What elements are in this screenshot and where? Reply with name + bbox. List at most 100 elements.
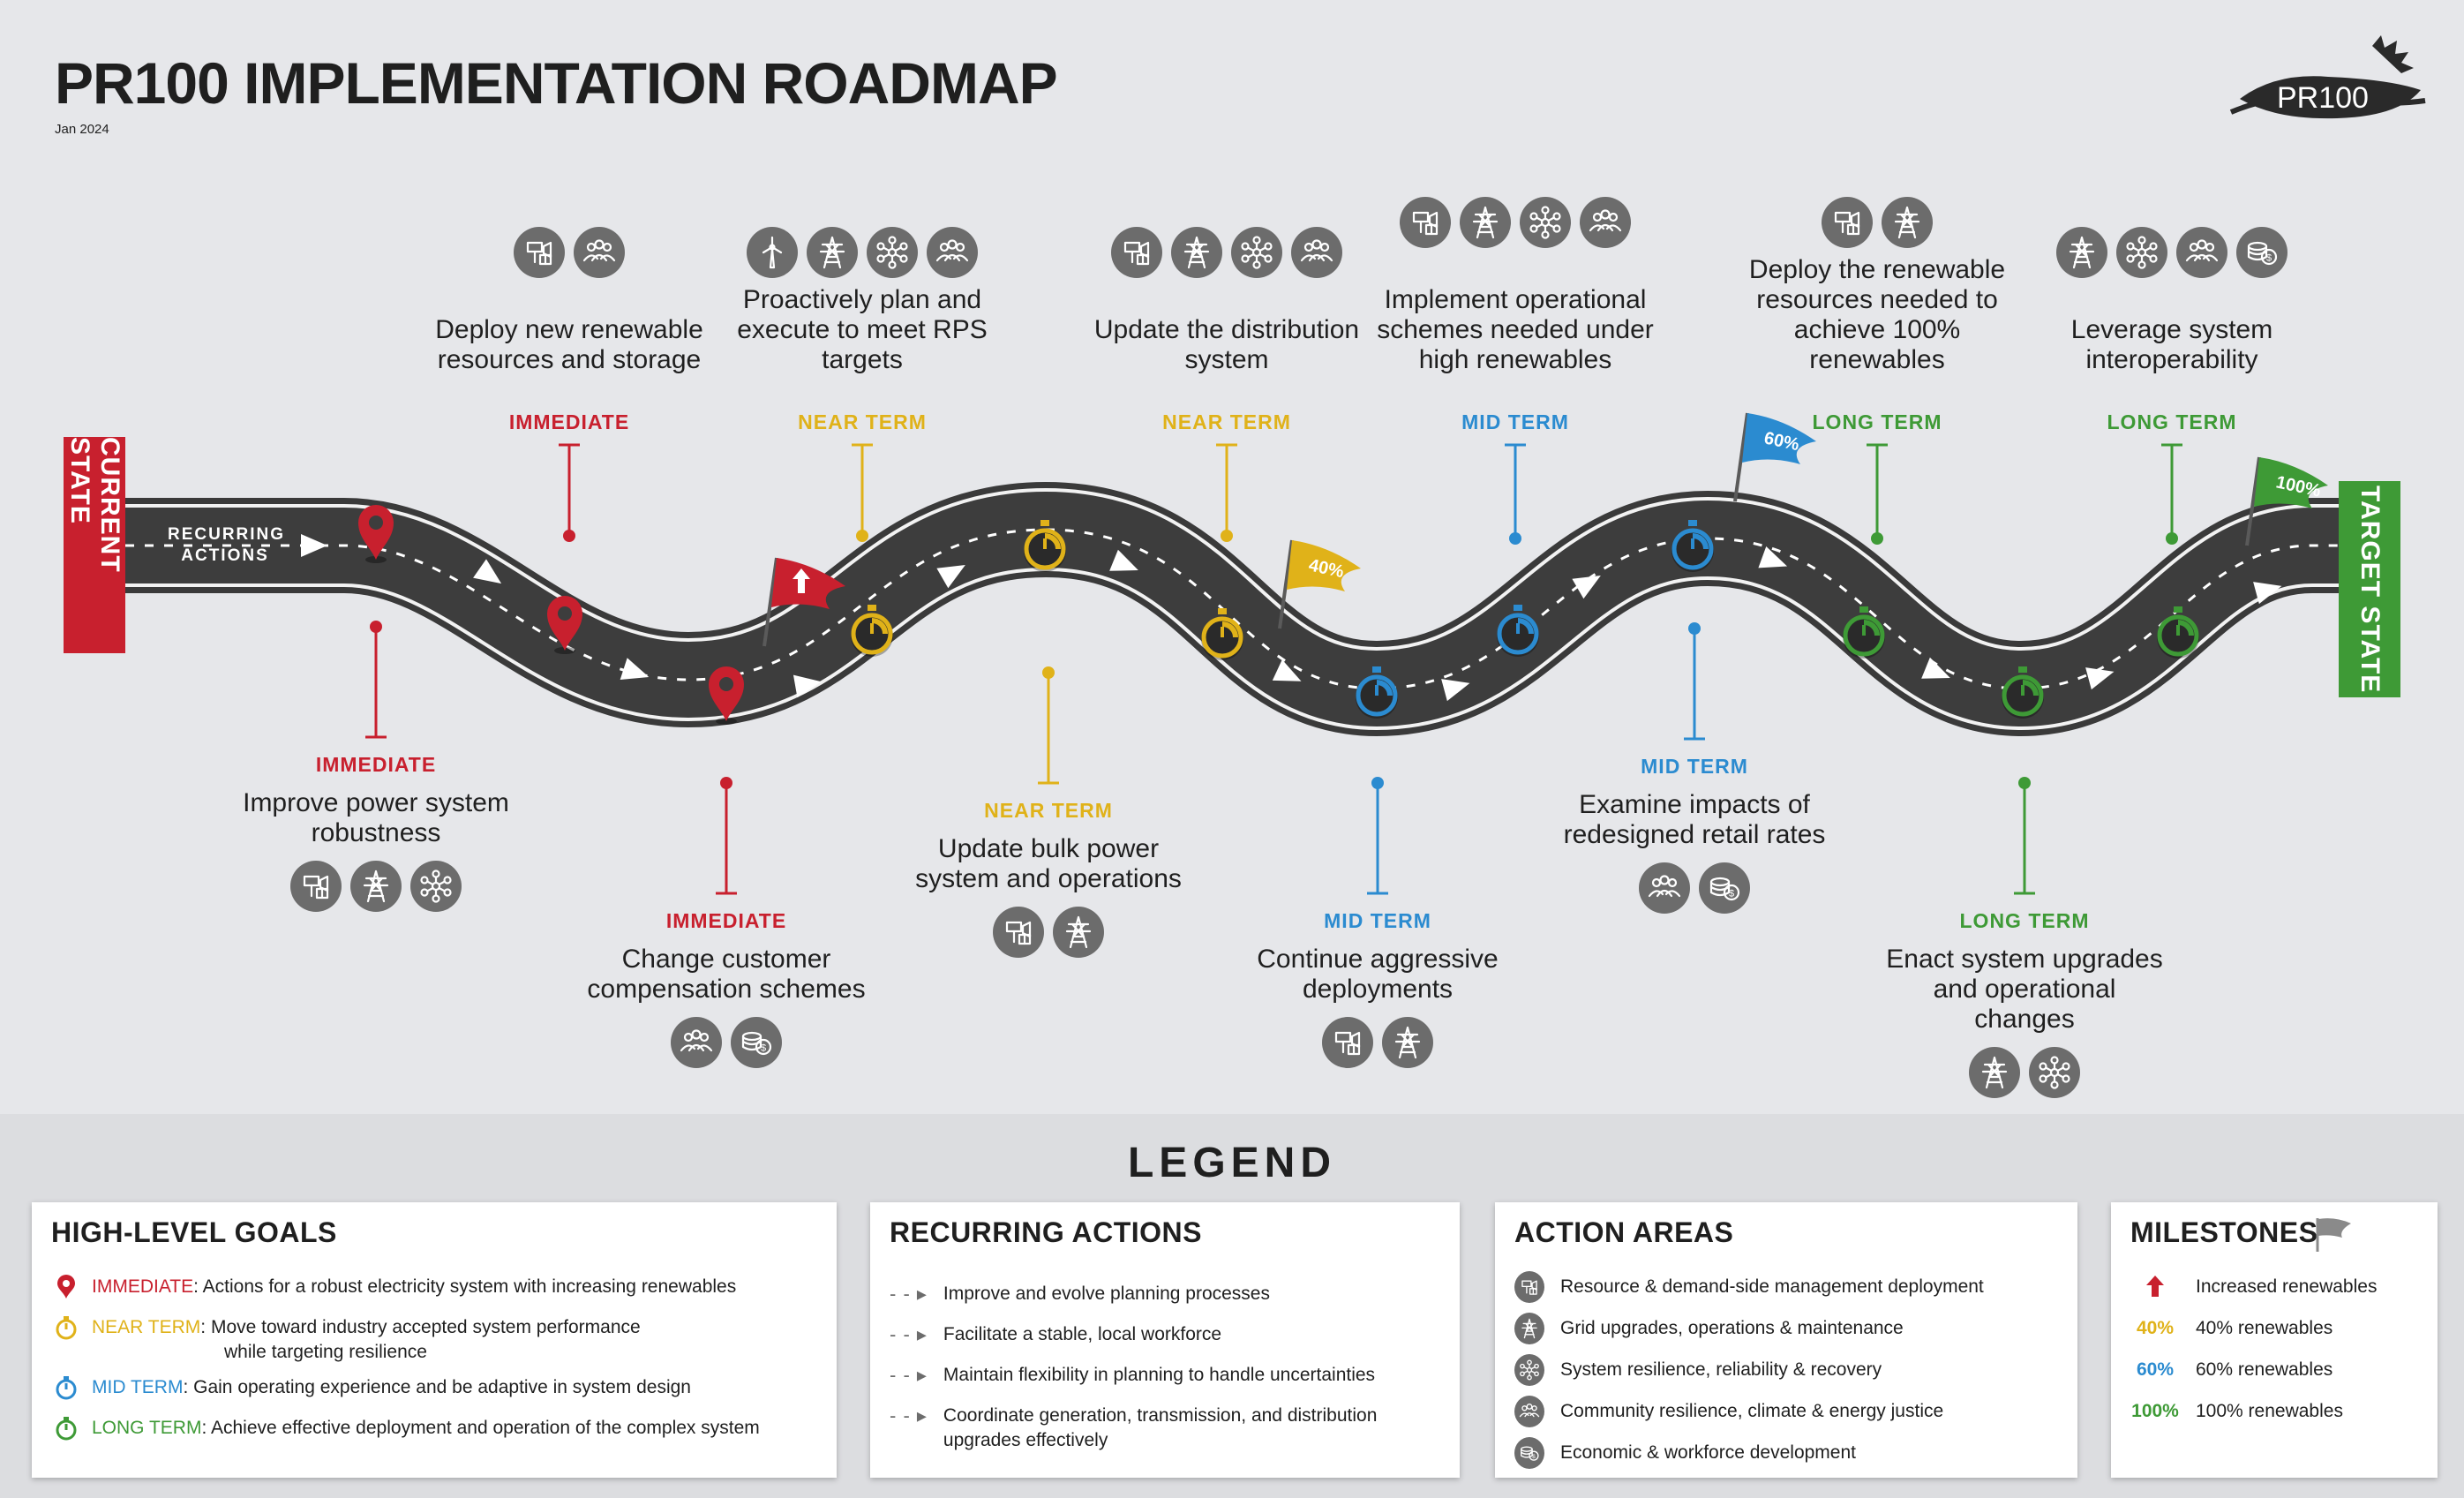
recurring-actions-label: RECURRING ACTIONS [168, 525, 286, 565]
grid-tower-icon [2056, 227, 2107, 278]
bottom-action-2-icon-row [993, 907, 1104, 958]
resource-icon [1111, 227, 1162, 278]
bottom-action-0-icon-row [290, 861, 462, 912]
bottom-action-1-icon-row: $ [671, 1017, 782, 1068]
network-icon [1520, 197, 1571, 248]
direction-arrow-icon [1441, 679, 1470, 702]
goal-legend-row: MID TERM: Gain operating experience and … [51, 1375, 691, 1400]
page-title: PR100 IMPLEMENTATION ROADMAP [55, 50, 1058, 116]
milestone-text: 40% renewables [2196, 1318, 2333, 1338]
legend-areas-title: ACTION AREAS [1514, 1216, 1734, 1248]
legend-milestones-title: MILESTONES [2130, 1216, 2318, 1248]
stopwatch-icon [1843, 606, 1885, 659]
stopwatch-icon [1201, 608, 1243, 660]
location-pin-icon [358, 505, 394, 563]
community-icon [671, 1017, 722, 1068]
svg-text:$: $ [761, 1043, 766, 1054]
target-state-box: TARGET STATE [2339, 481, 2400, 697]
stopwatch-icon [1356, 666, 1398, 719]
resource-icon [290, 861, 342, 912]
bottom-action-term: IMMEDIATE [665, 909, 787, 932]
grid-tower-icon [1882, 197, 1933, 248]
current-state-box: CURRENT STATE [64, 437, 125, 653]
network-icon [2116, 227, 2167, 278]
goal-text: : Achieve effective deployment and opera… [201, 1418, 760, 1438]
milestone-mark: 40% [2136, 1318, 2175, 1338]
direction-arrow-icon [2253, 582, 2282, 605]
area-legend-row: $Economic & workforce development [1514, 1437, 1856, 1469]
svg-text:$: $ [1729, 889, 1734, 900]
grid-tower-icon [1460, 197, 1511, 248]
roadmap-diagram: 40% 60% 100% CURRENT STATE TARGET STATE … [64, 197, 2400, 1098]
stopwatch-icon [51, 1416, 81, 1441]
community-icon [927, 227, 978, 278]
goal-legend-row: NEAR TERM: Move toward industry accepted… [51, 1315, 641, 1365]
dashed-arrow-icon: - - ▸ [890, 1323, 928, 1345]
direction-arrow-icon [1272, 659, 1302, 681]
svg-text:$: $ [2266, 253, 2272, 264]
top-action-1-icon-row [747, 227, 978, 278]
goal-term: LONG TERM [92, 1418, 202, 1438]
community-icon [1291, 227, 1342, 278]
recurring-legend-row: - - ▸Coordinate generation, transmission… [890, 1404, 1419, 1453]
dashed-arrow-icon: - - ▸ [890, 1364, 928, 1386]
top-action-text: Update the distribution system [1093, 315, 1360, 374]
top-action-text: Deploy new renewable resources and stora… [435, 315, 703, 374]
road-surface [125, 491, 2348, 727]
legend-title: LEGEND [1127, 1140, 1336, 1186]
bottom-action-text: Change customer compensation schemes [587, 945, 866, 1004]
legend-milestones-box: MILESTONES Increased renewables 40% 40% re… [2111, 1202, 2438, 1478]
bottom-action-text: Examine impacts of redesigned retail rat… [1563, 790, 1826, 849]
direction-arrow-icon [1758, 546, 1788, 568]
milestone-legend-row: 40% 40% renewables [2130, 1316, 2333, 1341]
grid-tower-icon [350, 861, 402, 912]
direction-arrow-icon [1109, 549, 1138, 571]
area-text: Economic & workforce development [1560, 1442, 1856, 1463]
area-text: System resilience, reliability & recover… [1560, 1359, 1882, 1380]
goal-text: : Actions for a robust electricity syste… [193, 1276, 737, 1297]
goal-legend-row: LONG TERM: Achieve effective deployment … [51, 1416, 760, 1441]
milestone-text: 60% renewables [2196, 1359, 2333, 1380]
current-state-label: CURRENT STATE [65, 437, 124, 573]
location-pin-icon [547, 596, 582, 654]
top-action-term: NEAR TERM [798, 410, 927, 433]
grid-tower-icon [1053, 907, 1104, 958]
stopwatch-icon [2002, 666, 2044, 719]
milestone-legend-row: Increased renewables [2130, 1275, 2377, 1305]
recurring-text: Facilitate a stable, local workforce [943, 1324, 1222, 1344]
pr100-logo: PR100 [2222, 28, 2434, 143]
direction-arrow-icon [473, 559, 502, 584]
top-action-text: Implement operational schemes needed und… [1377, 285, 1654, 374]
bottom-action-text: Continue aggressive deployments [1257, 945, 1499, 1004]
legend-areas-box: ACTION AREAS Resource & demand-side mana… [1495, 1202, 2077, 1478]
direction-arrow-icon [301, 534, 327, 557]
milestone-flag-icon [762, 557, 845, 647]
direction-arrow-icon [2085, 667, 2115, 690]
top-connector-dot [856, 530, 868, 542]
community-icon [574, 227, 625, 278]
goal-text-2: while targeting resilience [224, 1342, 427, 1362]
top-action-term: IMMEDIATE [508, 410, 630, 433]
top-connector-dot [1509, 532, 1521, 545]
area-legend-row: Grid upgrades, operations & maintenance [1514, 1313, 1904, 1344]
network-icon [410, 861, 462, 912]
resource-icon [1514, 1271, 1544, 1303]
goal-term: MID TERM [92, 1377, 184, 1397]
community-icon [1514, 1396, 1544, 1427]
area-legend-row: Resource & demand-side management deploy… [1514, 1271, 1984, 1303]
bottom-action-term: LONG TERM [1959, 909, 2090, 932]
dashed-arrow-icon: - - ▸ [890, 1283, 928, 1305]
top-action-text: Leverage system interoperability [2070, 315, 2273, 374]
direction-arrow-icon [936, 565, 965, 589]
legend-recurring-box: RECURRING ACTIONS - - ▸Improve and evolv… [870, 1202, 1460, 1478]
community-icon [1639, 862, 1690, 914]
location-pin-icon [709, 666, 744, 725]
legend-goals-title: HIGH-LEVEL GOALS [51, 1216, 337, 1248]
top-action-2-icon-row [1111, 227, 1342, 278]
top-action-term: LONG TERM [1812, 410, 1942, 433]
economic-icon: $ [731, 1017, 782, 1068]
milestone-mark: 60% [2136, 1359, 2175, 1380]
bottom-action-term: MID TERM [1324, 909, 1431, 932]
milestone-flag-icon: 100% [2245, 456, 2328, 546]
area-text: Resource & demand-side management deploy… [1560, 1276, 1984, 1297]
